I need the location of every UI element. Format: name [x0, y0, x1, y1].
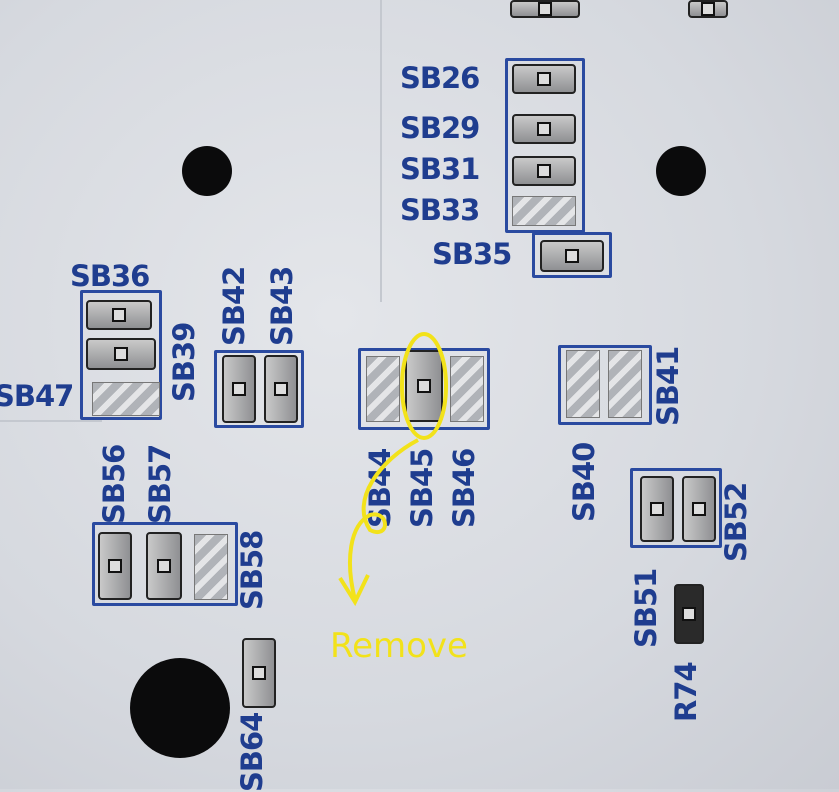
footprint-outline	[558, 345, 652, 425]
solder-bridge	[510, 0, 580, 18]
solder-jumper-sb41	[608, 350, 642, 418]
solder-bridge-sb42	[222, 355, 256, 423]
solder-bridge-sb39	[86, 338, 156, 370]
footprint-outline	[630, 468, 722, 548]
mounting-hole	[182, 146, 232, 196]
solder-jumper-sb58	[194, 534, 228, 600]
label-sb35: SB35	[432, 237, 512, 271]
solder-jumper-sb40	[566, 350, 600, 418]
label-sb31: SB31	[400, 152, 480, 186]
footprint-outline	[80, 290, 162, 420]
solder-bridge-sb26	[512, 64, 576, 94]
arrow-curve	[348, 438, 419, 601]
solder-bridge-sb57	[146, 532, 182, 600]
solder-bridge-sb29	[512, 114, 576, 144]
solder-bridge-sb43	[264, 355, 298, 423]
resistor-r74	[674, 584, 704, 644]
pcb-trace	[0, 420, 102, 422]
footprint-outline	[505, 58, 585, 233]
solder-bridge-sb52	[682, 476, 716, 542]
arrow-head-icon	[338, 574, 370, 607]
annotation-remove: Remove	[330, 626, 468, 666]
label-sb33: SB33	[400, 193, 480, 227]
footprint-outline	[358, 348, 490, 430]
footprint-outline	[532, 232, 612, 278]
solder-bridge-sb64	[242, 638, 276, 708]
solder-jumper-sb47	[92, 382, 160, 416]
label-sb47: SB47	[0, 379, 74, 413]
solder-bridge-sb45	[405, 350, 443, 422]
solder-bridge	[688, 0, 728, 18]
solder-jumper-sb33	[512, 196, 576, 226]
solder-bridge-sb31	[512, 156, 576, 186]
footprint-outline	[214, 350, 304, 428]
mounting-hole	[656, 146, 706, 196]
solder-bridge-sb51	[640, 476, 674, 542]
highlight-ellipse	[400, 332, 448, 440]
label-sb26: SB26	[400, 61, 480, 95]
solder-jumper-sb46	[450, 356, 484, 422]
solder-bridge-sb56	[98, 532, 132, 600]
footprint-outline	[92, 522, 238, 606]
mounting-hole	[130, 658, 230, 758]
label-sb36: SB36	[70, 259, 150, 293]
solder-bridge-sb36	[86, 300, 152, 330]
pcb-trace	[380, 0, 382, 302]
label-sb29: SB29	[400, 111, 480, 145]
solder-bridge-sb35	[540, 240, 604, 272]
solder-jumper-sb44	[366, 356, 400, 422]
